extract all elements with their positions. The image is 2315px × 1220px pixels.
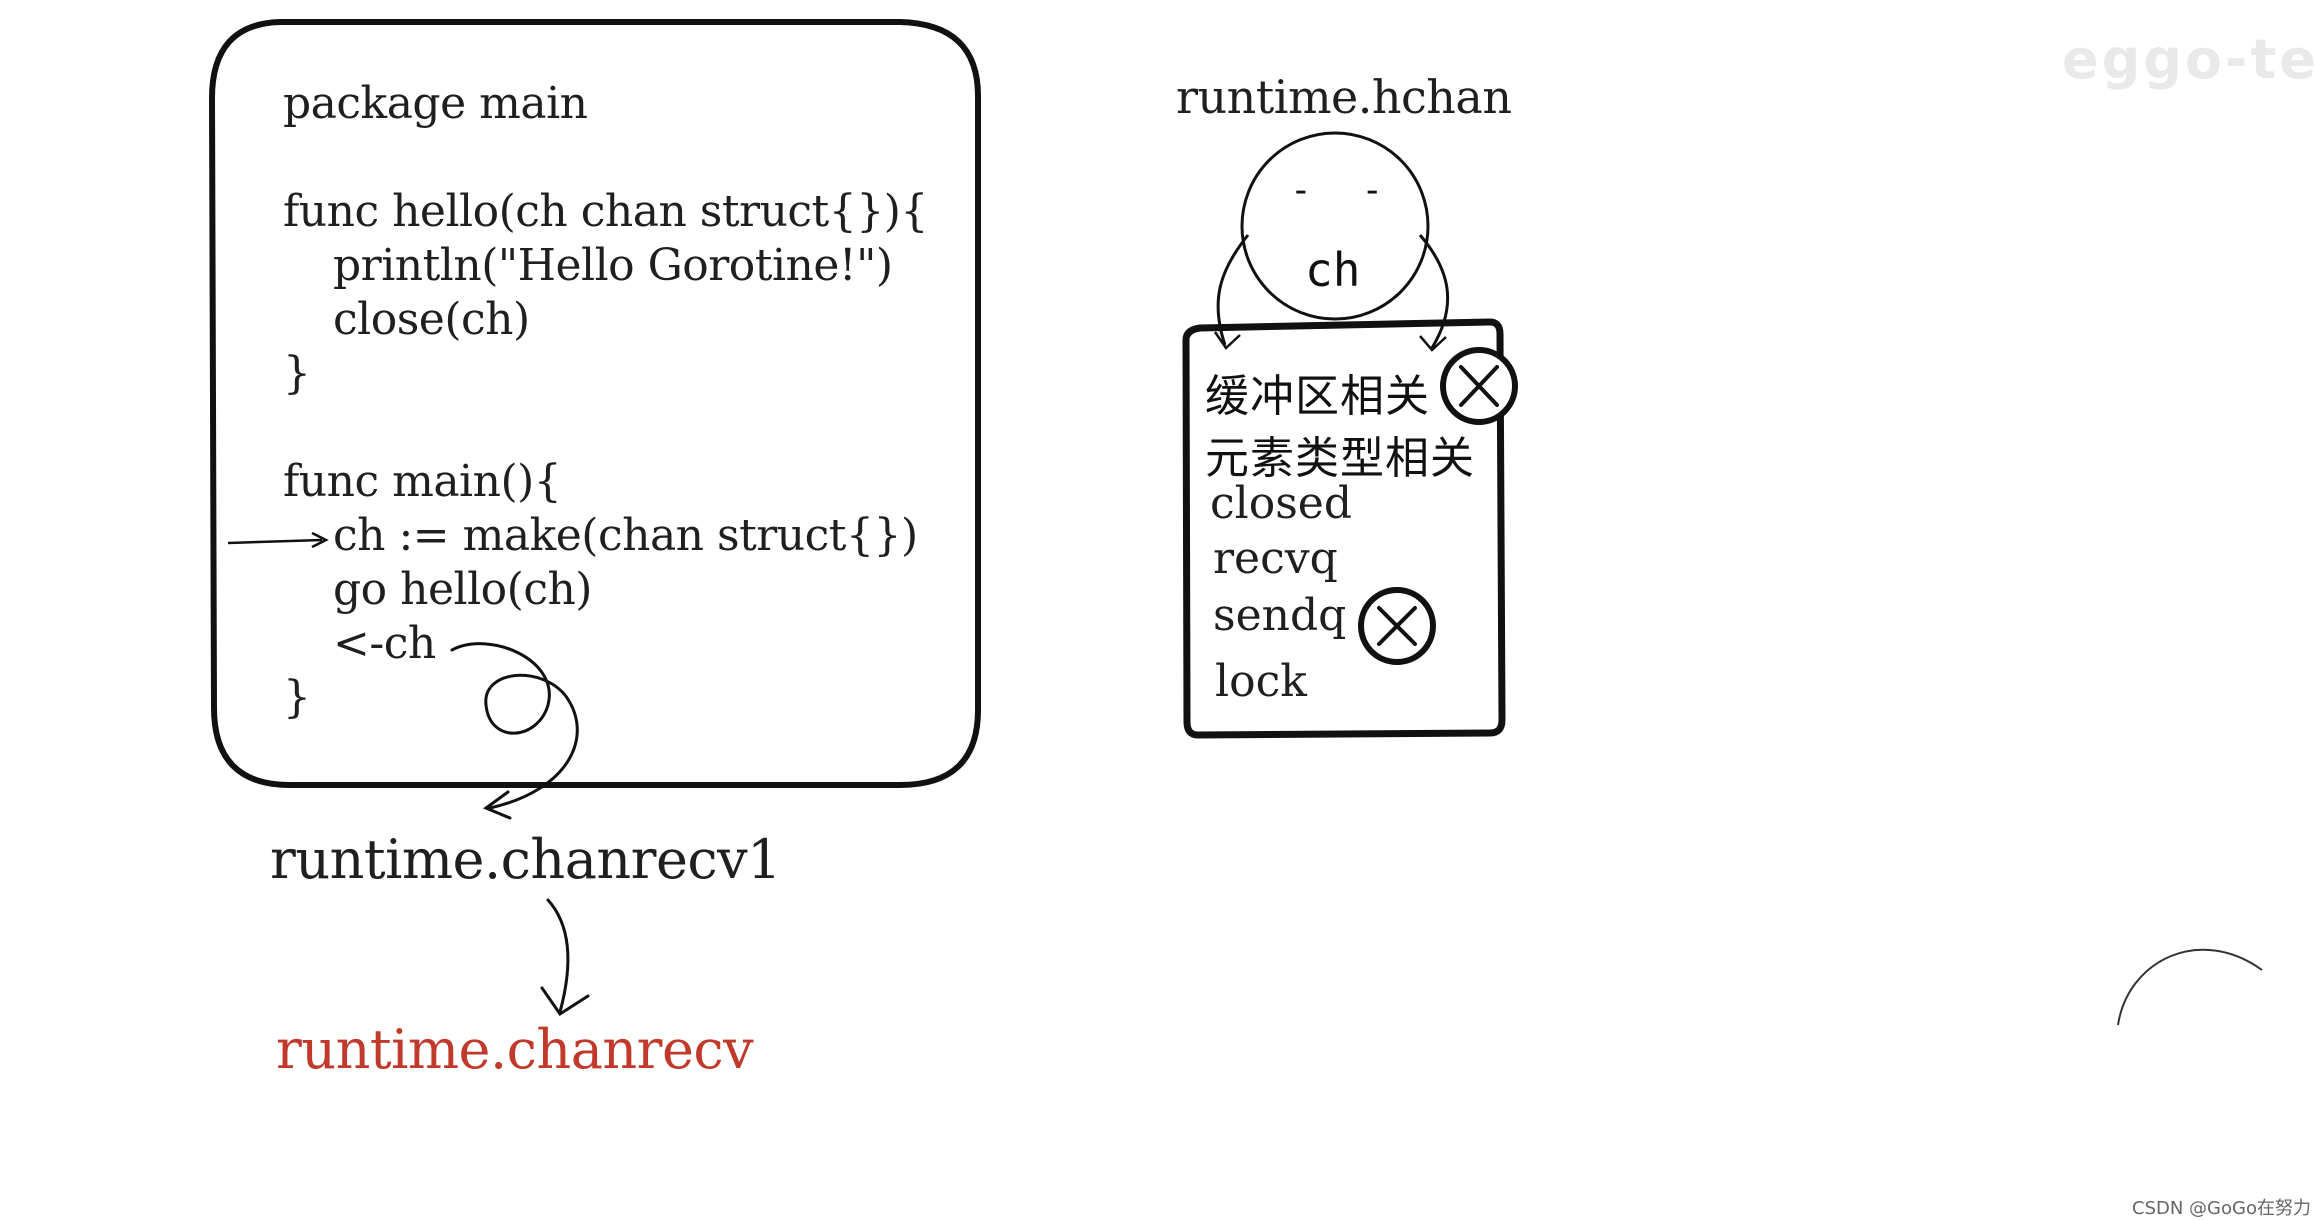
watermark: eggo-tech	[2062, 28, 2315, 91]
code-line-go-hello: go hello(ch)	[333, 564, 592, 615]
code-line-package: package main	[283, 78, 588, 129]
hchan-face	[1240, 131, 1430, 321]
code-line-func-main: func main(){	[283, 456, 562, 507]
chanrecv-label: runtime.chanrecv	[276, 1018, 754, 1081]
chanrecv1-label: runtime.chanrecv1	[270, 828, 782, 891]
recv-loop-arrowhead	[482, 790, 512, 820]
hchan-box-border	[1182, 318, 1506, 739]
right-arm	[1418, 234, 1450, 349]
footer-credit: CSDN @GoGo在努力	[2132, 1198, 2311, 1219]
code-line-println: println("Hello Gorotine!")	[333, 240, 893, 291]
cross-mark-sendq	[1358, 587, 1436, 665]
field-recvq: recvq	[1213, 533, 1338, 584]
right-arm-tip	[1419, 335, 1447, 352]
field-sendq: sendq	[1213, 590, 1347, 641]
code-line-func-hello: func hello(ch chan struct{}){	[283, 186, 928, 237]
code-line-hello-end: }	[283, 348, 311, 399]
down-arrowhead	[540, 986, 590, 1017]
face-label: ch	[1305, 243, 1361, 297]
code-line-recv: <-ch	[333, 618, 436, 669]
code-box-border	[209, 19, 981, 788]
cross-mark-buffer	[1440, 347, 1518, 425]
hchan-title: runtime.hchan	[1176, 70, 1512, 124]
code-line-close: close(ch)	[333, 294, 530, 345]
field-elemtype: 元素类型相关	[1205, 433, 1475, 484]
left-arm-tip	[1213, 331, 1241, 350]
down-arrow	[546, 898, 570, 1014]
pointer-arrow	[227, 538, 323, 545]
code-line-make-chan: ch := make(chan struct{})	[333, 510, 918, 561]
field-lock: lock	[1215, 656, 1307, 707]
recv-loop-arrow	[450, 642, 579, 810]
loading-arc	[2117, 948, 2263, 1026]
field-buffer: 缓冲区相关	[1205, 371, 1430, 422]
face-eyes: - -	[1290, 170, 1398, 211]
field-closed: closed	[1210, 478, 1352, 529]
code-line-main-end: }	[283, 672, 311, 723]
pointer-arrowhead	[311, 531, 329, 549]
